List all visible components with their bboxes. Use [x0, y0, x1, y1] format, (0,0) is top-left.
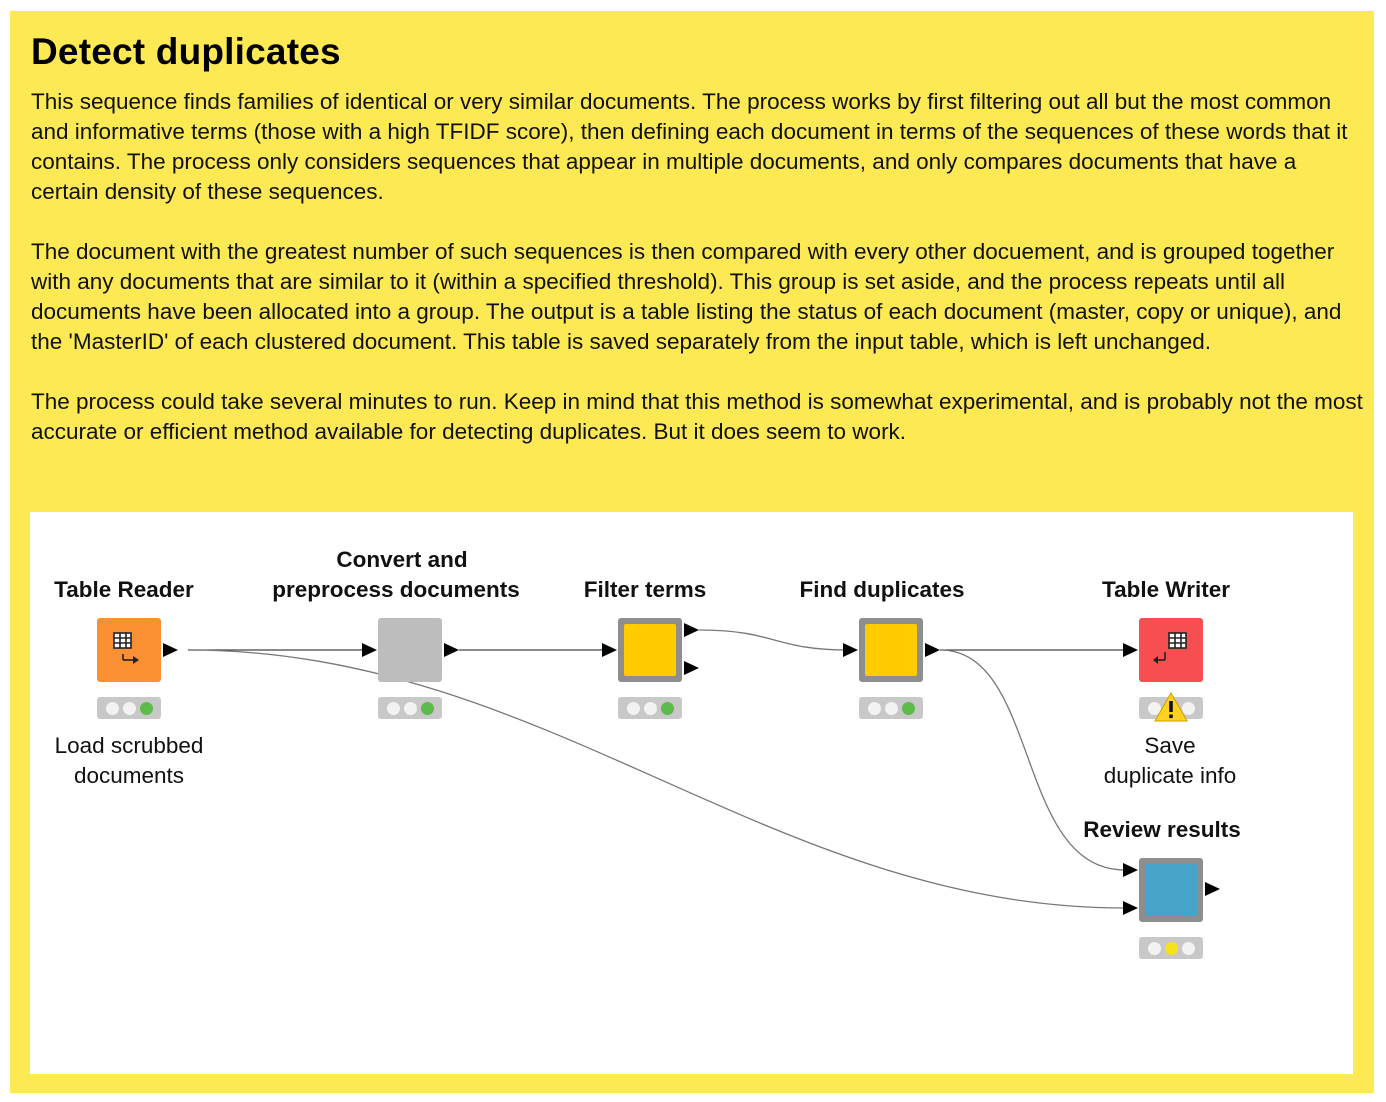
workflow-canvas[interactable]: Table Reader Load scrubbed d — [30, 512, 1353, 1074]
warning-icon[interactable] — [1154, 692, 1188, 722]
input-port[interactable] — [1123, 863, 1138, 877]
annotation-paragraph: The document with the greatest number of… — [31, 239, 1342, 354]
status-led-green — [901, 701, 915, 715]
output-port[interactable] — [444, 643, 459, 657]
node-comment-table-reader[interactable]: Load scrubbed — [54, 733, 204, 758]
input-port[interactable] — [1123, 901, 1138, 915]
node-filter-terms[interactable] — [618, 618, 682, 682]
status-led-red — [386, 701, 400, 715]
output-port[interactable] — [684, 623, 699, 637]
annotation-paragraph: This sequence finds families of identica… — [31, 89, 1348, 204]
node-find-duplicates[interactable] — [859, 618, 923, 682]
status-led-yellow — [1164, 941, 1178, 955]
status-led-yellow — [884, 701, 898, 715]
connection-reader-to-review[interactable] — [187, 649, 1126, 909]
status-led-yellow — [643, 701, 657, 715]
status-traffic-light — [618, 697, 682, 719]
node-comment-table-reader[interactable]: documents — [73, 763, 185, 788]
status-led-green — [1181, 701, 1195, 715]
node-label-filter-terms[interactable]: Filter terms — [583, 577, 707, 602]
connection-layer — [187, 629, 1126, 909]
node-convert-preprocess[interactable] — [378, 618, 442, 682]
table-read-icon — [113, 632, 139, 664]
input-port[interactable] — [1123, 643, 1138, 657]
node-body — [1145, 864, 1197, 916]
status-led-yellow — [403, 701, 417, 715]
node-table-reader[interactable] — [97, 618, 161, 682]
annotation-paragraph: The process could take several minutes t… — [31, 389, 1363, 444]
status-traffic-light — [1139, 937, 1203, 959]
node-label-table-writer[interactable]: Table Writer — [1102, 577, 1230, 602]
node-label-find-duplicates[interactable]: Find duplicates — [799, 577, 965, 602]
status-led-green — [660, 701, 674, 715]
input-port[interactable] — [602, 643, 617, 657]
output-port[interactable] — [1205, 882, 1220, 896]
status-led-green — [1181, 941, 1195, 955]
node-body — [624, 624, 676, 676]
status-led-green — [139, 701, 153, 715]
output-port[interactable] — [163, 643, 178, 657]
node-label-table-reader[interactable]: Table Reader — [54, 577, 194, 602]
annotation-title: Detect duplicates — [31, 31, 341, 72]
table-write-icon — [1153, 632, 1187, 664]
node-label-convert-preprocess[interactable]: Convert and — [336, 547, 468, 572]
annotation-description: This sequence finds families of identica… — [31, 87, 1367, 477]
status-led-red — [1147, 941, 1161, 955]
node-label-review-results[interactable]: Review results — [1083, 817, 1241, 842]
status-led-green — [420, 701, 434, 715]
status-led-red — [105, 701, 119, 715]
input-port[interactable] — [362, 643, 377, 657]
node-comment-table-writer[interactable]: Save — [1144, 733, 1196, 758]
node-label-convert-preprocess[interactable]: preprocess documents — [272, 577, 520, 602]
status-led-red — [867, 701, 881, 715]
node-review-results[interactable] — [1139, 858, 1203, 922]
status-led-yellow — [122, 701, 136, 715]
node-comment-table-writer[interactable]: duplicate info — [1103, 763, 1237, 788]
status-traffic-light — [859, 697, 923, 719]
status-led-red — [1147, 701, 1161, 715]
status-traffic-light — [378, 697, 442, 719]
connection-filter-to-find[interactable] — [698, 629, 848, 651]
workflow-annotation[interactable]: Detect duplicates This sequence finds fa… — [10, 11, 1374, 1093]
status-traffic-light — [97, 697, 161, 719]
input-port[interactable] — [843, 643, 858, 657]
output-port[interactable] — [684, 661, 699, 675]
output-port[interactable] — [925, 643, 940, 657]
connection-find-to-review[interactable] — [939, 649, 1126, 871]
status-led-red — [626, 701, 640, 715]
node-body — [865, 624, 917, 676]
node-table-writer[interactable] — [1139, 618, 1203, 682]
